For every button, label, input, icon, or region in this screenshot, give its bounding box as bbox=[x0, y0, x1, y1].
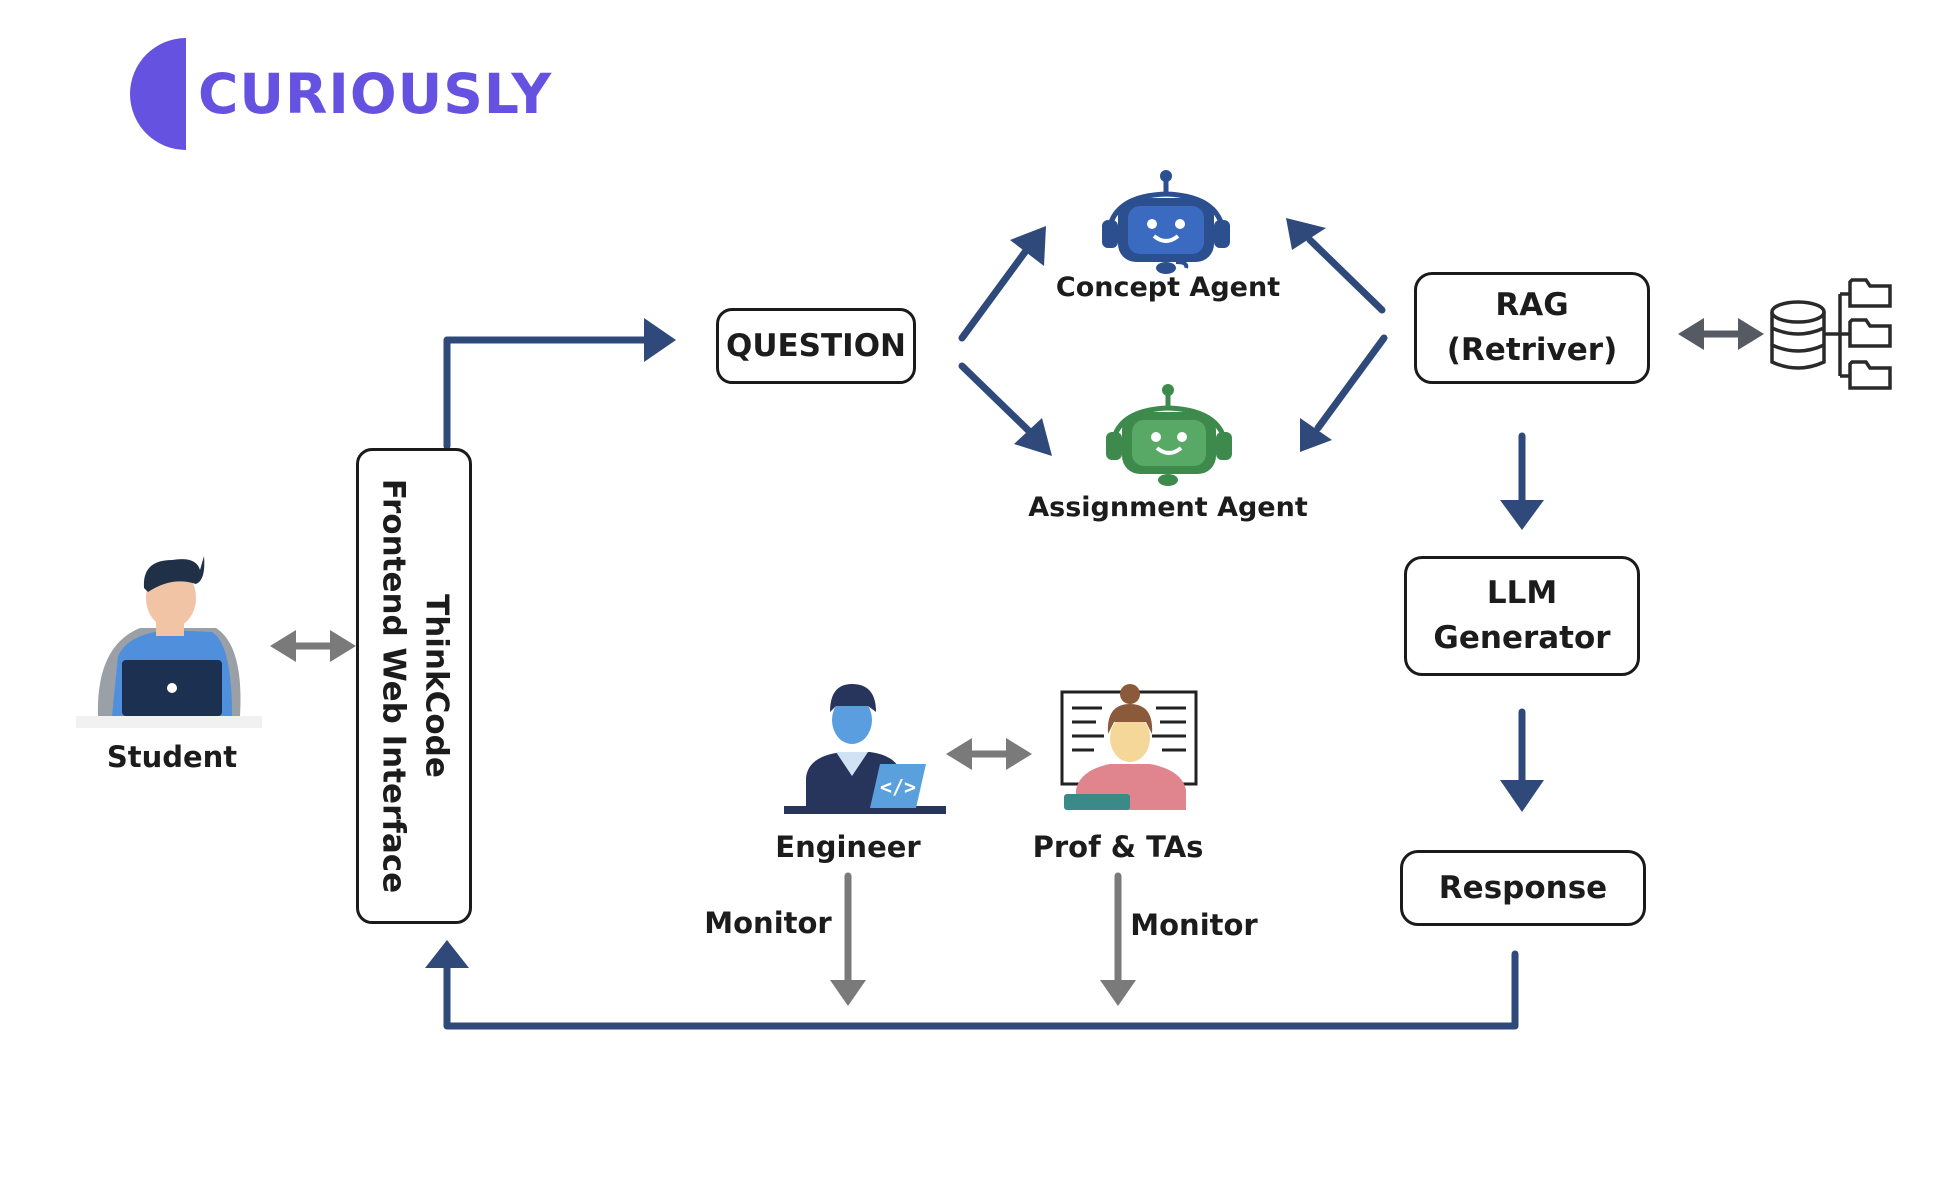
llm-generator-box: LLM Generator bbox=[1404, 556, 1640, 676]
arrow-rag-to-assignment bbox=[1314, 334, 1388, 432]
monitor-label-prof: Monitor bbox=[1130, 908, 1258, 942]
monitor-label-engineer: Monitor bbox=[704, 906, 832, 940]
question-box: QUESTION bbox=[716, 308, 916, 384]
question-label: QUESTION bbox=[725, 327, 906, 364]
frontend-web-interface-box: ThinkCode Frontend Web Interface bbox=[356, 448, 472, 924]
response-box: Response bbox=[1400, 850, 1646, 926]
prof-tas-label: Prof & TAs bbox=[1032, 830, 1204, 864]
llm-subtitle: Generator bbox=[1433, 620, 1611, 656]
engineer-label: Engineer bbox=[775, 830, 921, 864]
llm-title: LLM bbox=[1486, 575, 1558, 612]
assignment-agent-label: Assignment Agent bbox=[1028, 492, 1308, 523]
arrow-response-to-frontend bbox=[443, 950, 1519, 1030]
logo-text: CURIOUSLY bbox=[198, 62, 553, 126]
concept-agent-label: Concept Agent bbox=[1055, 272, 1281, 303]
arrow-frontend-to-question bbox=[443, 336, 654, 450]
arrow-question-to-assignment bbox=[958, 362, 1034, 436]
arrow-question-to-concept bbox=[958, 244, 1032, 342]
rag-title: RAG bbox=[1495, 287, 1569, 324]
response-label: Response bbox=[1438, 869, 1608, 906]
arrow-rag-to-concept bbox=[1306, 236, 1386, 314]
frontend-title: ThinkCode bbox=[418, 594, 455, 778]
student-label: Student bbox=[106, 740, 238, 774]
rag-retriever-box: RAG (Retriver) bbox=[1414, 272, 1650, 384]
rag-subtitle: (Retriver) bbox=[1446, 332, 1618, 368]
frontend-subtitle: Frontend Web Interface bbox=[375, 478, 411, 894]
